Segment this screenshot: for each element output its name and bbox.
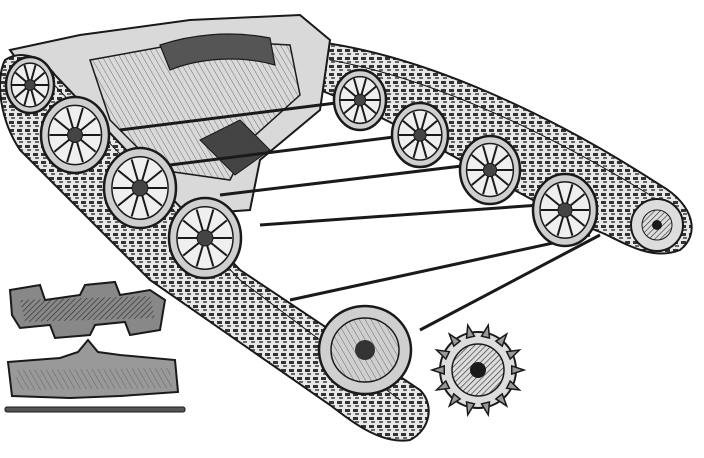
near-road-wheel-2 [39, 95, 111, 175]
sprocket-tooth [505, 379, 522, 391]
track-link-detail-top [8, 280, 167, 340]
far-road-wheel-2 [390, 101, 450, 169]
sprocket-tooth [434, 349, 451, 361]
track-link-detail-bottom [6, 338, 180, 400]
sprocket-tooth [511, 364, 527, 376]
sprocket-tooth [505, 349, 522, 361]
far-road-wheels [332, 68, 599, 248]
sprocket-tooth [480, 322, 491, 339]
track-pin-detail [4, 406, 186, 413]
near-road-wheel-4 [167, 196, 243, 280]
sprocket-tooth [429, 364, 445, 376]
drive-sprocket [429, 322, 527, 418]
sprocket-tooth [480, 401, 491, 418]
far-road-wheel-1 [332, 68, 388, 132]
final-drive-wheel [317, 304, 413, 396]
near-road-wheel-1 [4, 55, 56, 115]
far-road-wheel-4 [531, 172, 599, 248]
sprocket-tooth [447, 332, 462, 348]
sprocket-tooth [434, 379, 451, 391]
sprocket-tooth [465, 401, 476, 418]
idler-wheel [630, 198, 684, 252]
sprocket-tooth [494, 392, 509, 408]
sprocket-tooth [447, 392, 462, 408]
near-road-wheel-3 [102, 146, 178, 230]
sprocket-tooth [494, 332, 509, 348]
near-road-wheels [4, 55, 243, 280]
sprocket-tooth [465, 322, 476, 339]
torsion-bars [119, 98, 601, 332]
far-road-wheel-3 [458, 134, 522, 206]
